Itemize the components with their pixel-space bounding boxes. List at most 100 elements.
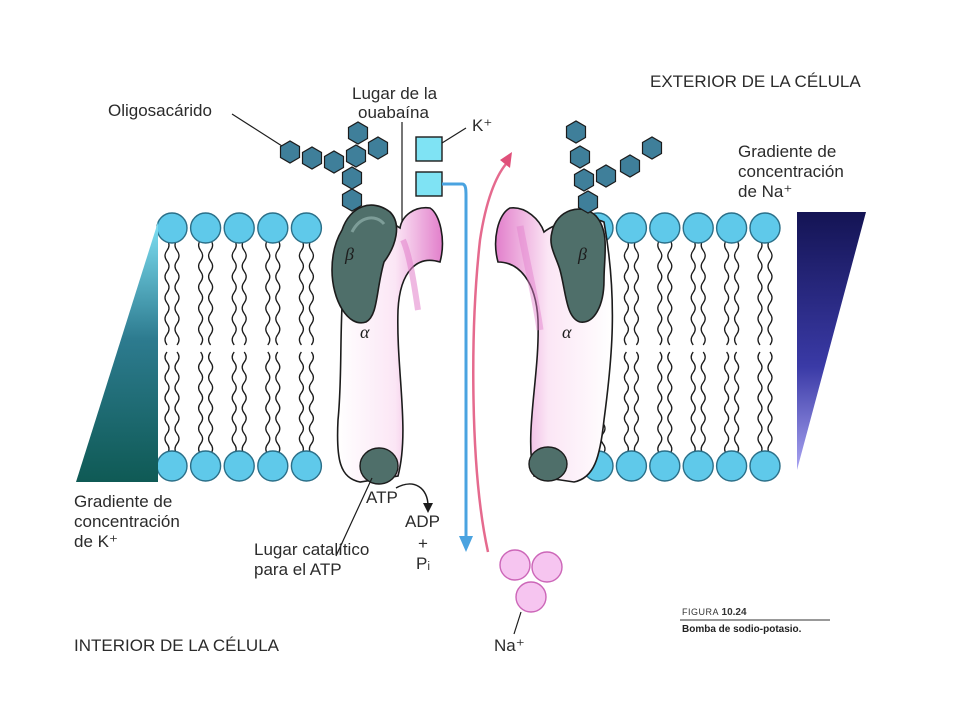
lipid-head-inner (649, 450, 681, 482)
lipid-head-outer (156, 212, 188, 244)
lipid-head-inner (223, 450, 255, 482)
na-outward-arrowhead (500, 152, 512, 168)
na-gradient-triangle (797, 212, 866, 470)
lipid-tail (657, 351, 663, 455)
lipid-tail (265, 239, 271, 346)
lipid-tails (164, 239, 773, 455)
k-inward-arrowhead (459, 536, 473, 552)
lipid-head-outer (615, 212, 648, 244)
oligosaccharide-label: Oligosacárido (108, 101, 212, 120)
sugar-hexagon (341, 166, 363, 190)
k-gradient-label-line1: Gradiente de (74, 492, 173, 511)
sugar-hexagon (301, 146, 323, 170)
beta-right-label: β (578, 244, 587, 264)
lipid-tail (657, 239, 663, 346)
na-label-pointer (513, 611, 522, 635)
lipid-tail (231, 239, 237, 346)
lipid-tail (197, 239, 204, 346)
adp-label: ADP (405, 512, 440, 531)
atp-to-adp-arrowhead (423, 503, 433, 513)
lipid-head-inner (257, 450, 289, 482)
lipid-tail (767, 351, 773, 455)
beta-subunit-left (331, 204, 398, 324)
lipid-tail (174, 239, 180, 346)
lipid-head-outer (290, 212, 323, 244)
lipid-head-outer (189, 212, 222, 244)
k-ion-square-top (415, 136, 443, 162)
lipid-tail (723, 239, 730, 346)
catalytic-site-label-line1: Lugar catalítico (254, 540, 370, 559)
lipid-tail (241, 239, 247, 346)
exterior-label: EXTERIOR DE LA CÉLULA (650, 72, 861, 91)
lipid-tail (723, 351, 730, 455)
na-ion-label: Na⁺ (494, 636, 525, 655)
lipid-head-inner (156, 450, 188, 482)
lipid-tail (733, 351, 740, 455)
lipid-tail (164, 239, 170, 346)
figure-caption-title: Bomba de sodio-potasio. (682, 624, 802, 635)
sugar-hexagon (569, 145, 591, 169)
lipid-head-inner (715, 450, 748, 482)
lipid-head-outer (682, 212, 714, 244)
lipid-head-inner (682, 450, 714, 482)
k-ion-square-bottom (415, 171, 443, 197)
sugar-hexagon (573, 168, 595, 192)
oligosaccharide-chains (279, 120, 663, 214)
k-inward-arrow (442, 182, 468, 536)
lipid-tail (197, 351, 204, 455)
beta-left-label: β (345, 244, 354, 264)
sugar-hexagon (565, 120, 587, 144)
k-ion-label: K⁺ (472, 116, 493, 135)
lipid-tail (767, 239, 773, 346)
na-gradient-label-line3: de Na⁺ (738, 182, 793, 201)
na-gradient-label-line1: Gradiente de (738, 142, 837, 161)
lipid-tail (275, 239, 281, 346)
lipid-tail (757, 351, 763, 455)
sugar-hexagon (345, 144, 367, 168)
lipid-tail (308, 351, 315, 455)
sugar-hexagon (367, 136, 389, 160)
lipid-head-inner (749, 450, 781, 482)
na-outward-arrow (472, 163, 507, 553)
lipid-head-inner (189, 450, 222, 482)
lipid-tail (265, 351, 271, 455)
lipid-tail (690, 239, 696, 346)
lipid-tail (275, 351, 281, 455)
ouabain-label-line1: Lugar de la (352, 84, 438, 103)
oligosaccharide-pointer (231, 113, 283, 147)
lipid-tail (207, 351, 214, 455)
sugar-hexagon (595, 164, 617, 188)
lipid-tail (757, 239, 763, 346)
lipid-tail (308, 239, 315, 346)
sugar-hexagon (577, 190, 599, 214)
catalytic-site-label-line2: para el ATP (254, 560, 342, 579)
lipid-tail (667, 239, 673, 346)
interior-label: INTERIOR DE LA CÉLULA (74, 636, 280, 655)
lipid-head-outer (749, 212, 781, 244)
sugar-hexagon (323, 150, 345, 174)
lipid-tail (700, 239, 706, 346)
lipid-tail (298, 239, 305, 346)
lipid-tail (231, 351, 237, 455)
sugar-hexagon (279, 140, 301, 164)
lipid-tail (207, 239, 214, 346)
k-gradient-label-line2: concentración (74, 512, 180, 531)
lipid-head-outer (649, 212, 681, 244)
alpha-right-label: α (562, 322, 572, 342)
ouabain-label-line2: ouabaína (358, 103, 429, 122)
atp-to-adp-arrow (395, 483, 429, 507)
figure-number: 10.24 (721, 607, 747, 618)
figure-caption-label: FIGURA 10.24 (682, 607, 747, 618)
k-label-pointer (441, 127, 467, 144)
lipid-tail (667, 351, 673, 455)
atp-label: ATP (366, 488, 398, 507)
lipid-head-inner (615, 450, 648, 482)
k-gradient-triangle (76, 222, 158, 482)
lipid-tail (174, 351, 180, 455)
lipid-tail (164, 351, 170, 455)
na-ion-1 (499, 549, 531, 581)
lipid-heads (156, 212, 781, 482)
lipid-tail (633, 239, 640, 346)
lipid-tail (700, 351, 706, 455)
